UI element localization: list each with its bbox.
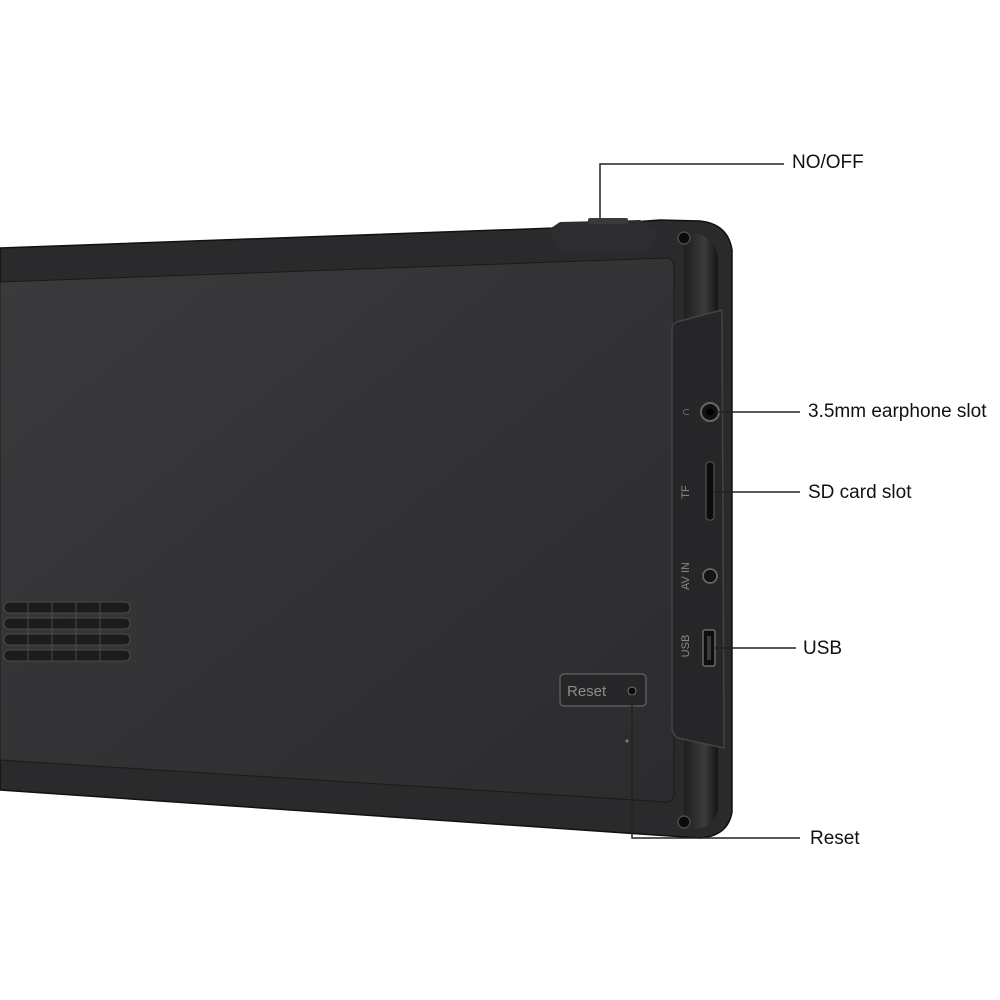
tf-port-label: TF [680, 485, 692, 499]
reset-button[interactable] [627, 686, 637, 696]
earphone-jack-hole [706, 408, 714, 416]
power-button-housing [548, 220, 660, 252]
back-panel [0, 257, 675, 803]
usb-port-inner [707, 636, 711, 660]
callout-reset: Reset [810, 828, 860, 849]
power-button[interactable] [588, 218, 628, 224]
callout-lines [599, 163, 800, 839]
reset-plate [559, 673, 647, 707]
callout-line-reset [631, 695, 800, 839]
av-in-port-label: AV IN [680, 562, 692, 590]
reset-pinhole [625, 739, 629, 743]
speaker-grille [3, 601, 131, 662]
callout-earphone: 3.5mm earphone slot [808, 401, 987, 422]
earphone-icon: ∩ [678, 408, 692, 417]
tf-card-slot[interactable] [705, 461, 715, 521]
callout-power: NO/OFF [792, 152, 864, 173]
callout-usb: USB [803, 638, 843, 659]
speaker-grille-dividers [27, 602, 101, 661]
screw-top [677, 231, 691, 245]
reset-plate-label: Reset [567, 683, 607, 700]
callout-line-power [599, 163, 784, 218]
usb-port-label: USB [680, 635, 692, 658]
av-in-port[interactable] [702, 568, 718, 584]
port-strip [671, 309, 725, 749]
screw-bottom [677, 815, 691, 829]
callout-sd-card: SD card slot [808, 482, 912, 503]
